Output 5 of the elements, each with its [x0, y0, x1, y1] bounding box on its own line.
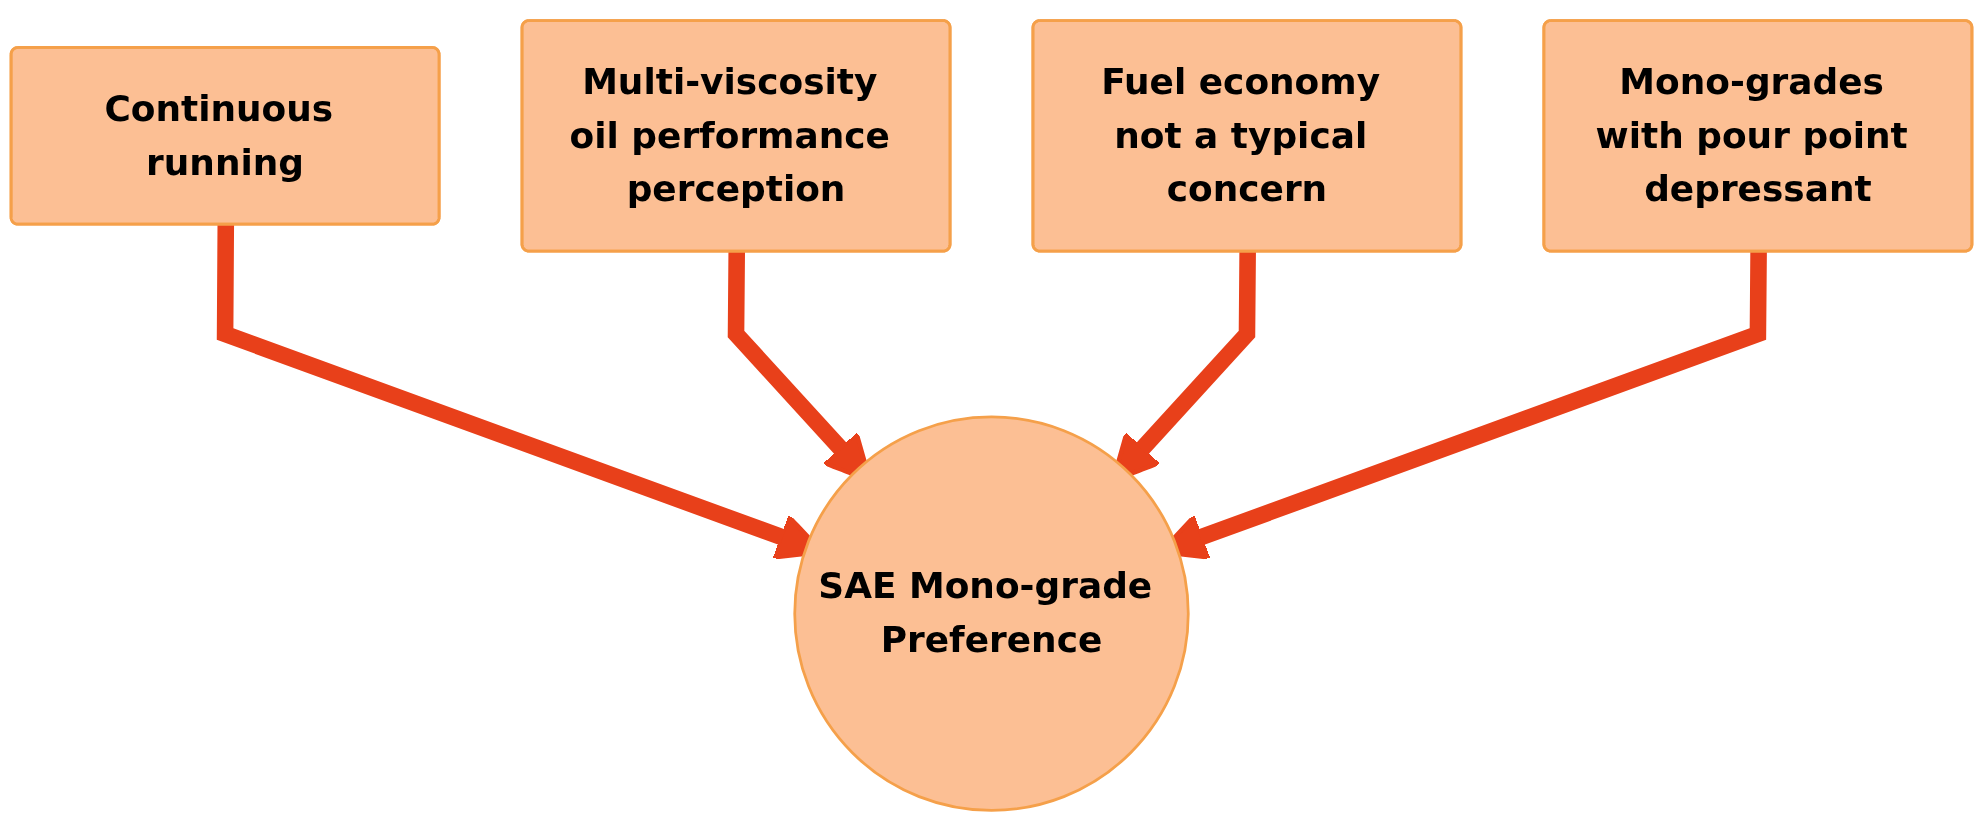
ellipse-node: SAE Mono-grade Preference: [793, 415, 1190, 812]
rounded-box: Mono-grades with pour point depressant: [1542, 19, 1974, 253]
rounded-box: Continuous running: [9, 46, 441, 226]
rounded-box: Multi-viscosity oil performance perception: [520, 19, 952, 253]
rounded-box: Fuel economy not a typical concern: [1031, 19, 1463, 253]
